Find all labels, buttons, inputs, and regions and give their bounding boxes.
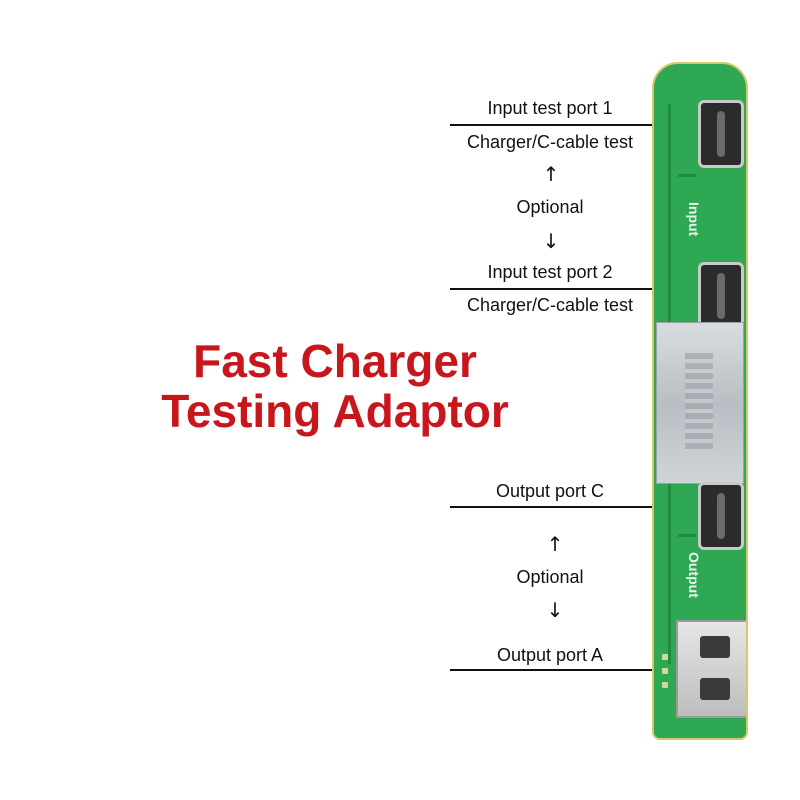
usb-a-slot <box>700 678 730 700</box>
page-title: Fast Charger Testing Adaptor <box>120 336 550 436</box>
board-pad <box>662 654 668 660</box>
title-line-2: Testing Adaptor <box>161 385 509 437</box>
title-line-1: Fast Charger <box>193 335 477 387</box>
optional-bottom-down-arrow-icon: ↓ <box>546 598 564 622</box>
charger-test-1-label: Charger/C-cable test <box>466 132 634 152</box>
output-port-c-leader-line <box>450 506 700 508</box>
adaptor-board: Input Output <box>652 62 748 740</box>
charger-test-2-label: Charger/C-cable test <box>466 295 634 315</box>
board-pad <box>662 682 668 688</box>
usb-c-input-port-1-icon <box>698 100 744 168</box>
input-test-port-2-label: Input test port 2 <box>487 262 613 282</box>
board-output-silkscreen: Output <box>686 552 702 598</box>
board-trace <box>678 534 696 537</box>
usb-c-input-port-2-icon <box>698 262 744 330</box>
board-input-silkscreen: Input <box>686 202 702 237</box>
output-port-a-label: Output port A <box>496 645 604 665</box>
chip-shield <box>656 322 744 484</box>
optional-bottom-up-arrow-icon: ↑ <box>546 532 564 556</box>
output-port-a-leader-line <box>450 669 700 671</box>
input-port-1-leader-line <box>450 124 695 126</box>
optional-bottom-label: Optional <box>516 567 584 587</box>
input-test-port-1-label: Input test port 1 <box>487 98 613 118</box>
usb-c-output-port-icon <box>698 482 744 550</box>
optional-top-label: Optional <box>516 197 584 217</box>
board-trace <box>678 174 696 177</box>
output-port-c-label: Output port C <box>495 481 605 501</box>
usb-a-slot <box>700 636 730 658</box>
optional-top-up-arrow-icon: ↑ <box>542 162 560 186</box>
input-port-2-leader-line <box>450 288 700 290</box>
chip-marking <box>685 353 713 453</box>
board-pad <box>662 668 668 674</box>
optional-top-down-arrow-icon: ↓ <box>542 229 560 253</box>
usb-a-output-port-icon <box>676 620 746 718</box>
